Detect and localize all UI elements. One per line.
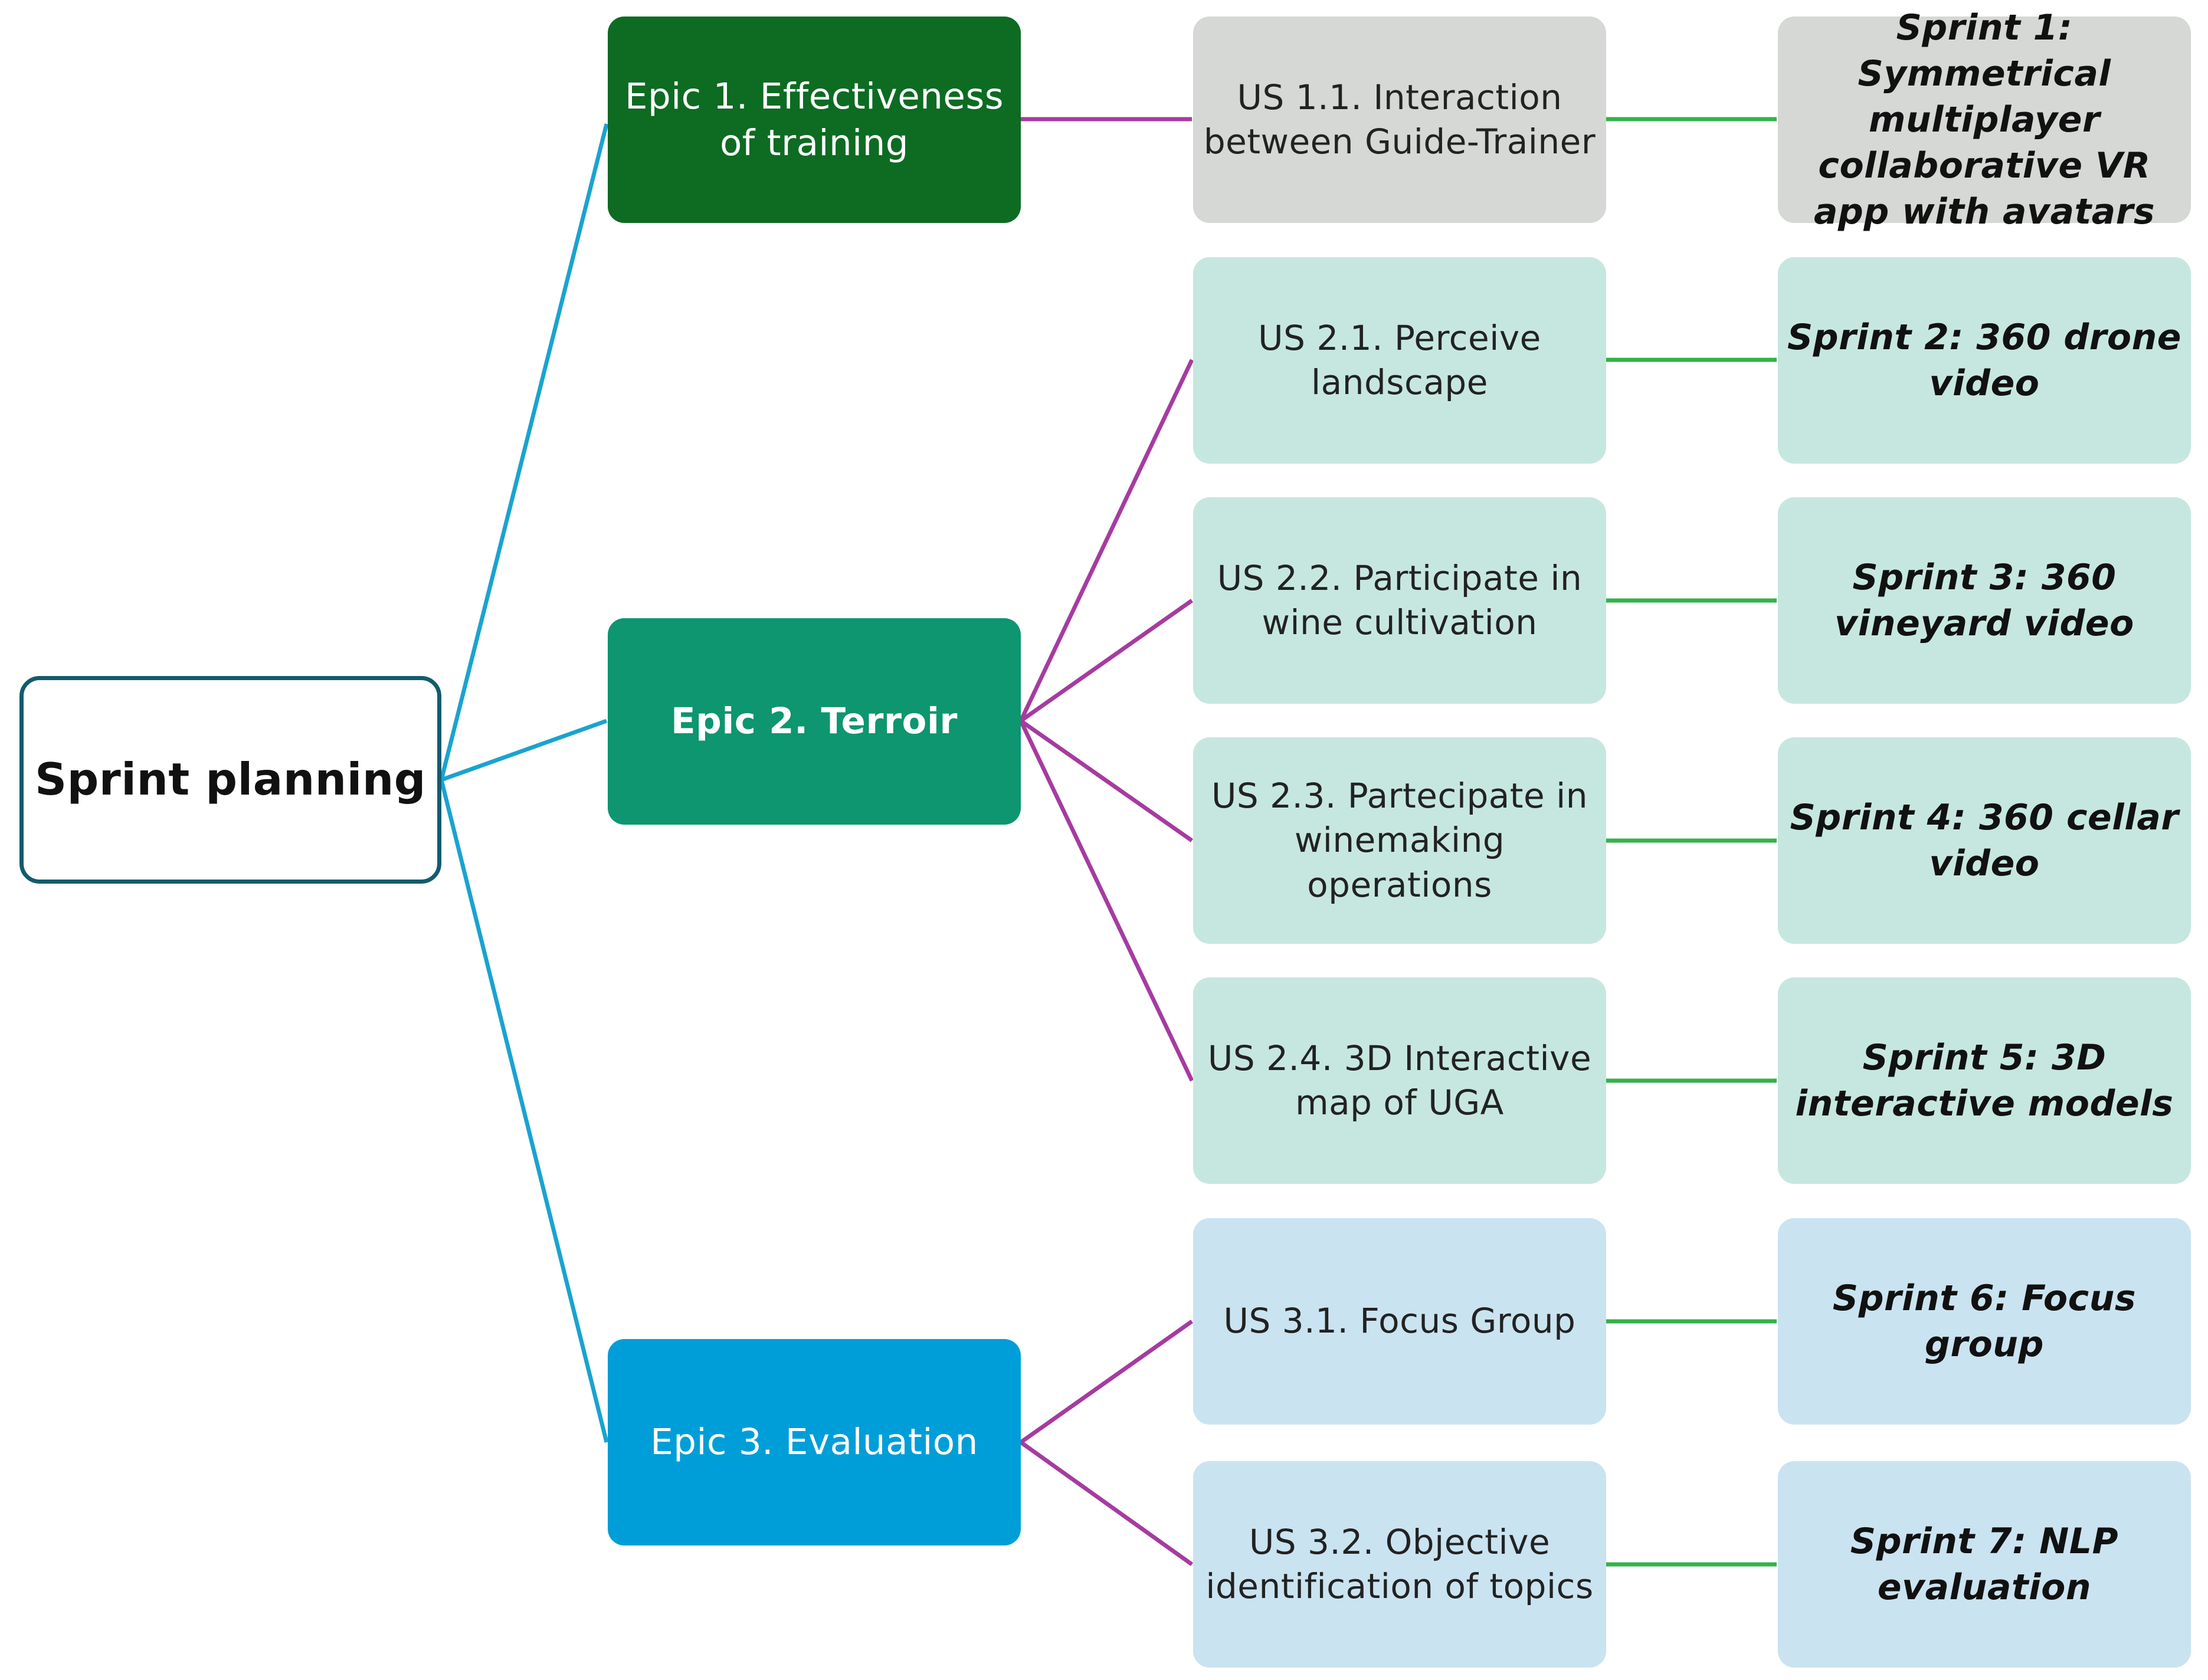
- epic-label: Epic 2. Terroir: [671, 700, 958, 743]
- connector-epic2-us22: [1019, 599, 1194, 723]
- epic-label: Epic 1. Effectiveness of training: [624, 75, 1004, 164]
- connector-root-epic3: [439, 779, 609, 1443]
- sprint-label: Sprint 5: 3D interactive models: [1795, 1037, 2174, 1124]
- connector-epic3-us32: [1019, 1441, 1194, 1566]
- connector-root-epic2: [440, 718, 608, 782]
- sprint-label: Sprint 1: Symmetrical multiplayer collab…: [1813, 7, 2155, 232]
- sprint-node-6: Sprint 6: Focus group: [1778, 1218, 2191, 1425]
- user-story-label: US 2.3. Partecipate in winemaking operat…: [1211, 775, 1588, 905]
- epic-node-1: Epic 1. Effectiveness of training: [608, 17, 1021, 223]
- sprint-label: Sprint 4: 360 cellar video: [1790, 797, 2179, 884]
- user-story-node-2-4: US 2.4. 3D Interactive map of UGA: [1193, 977, 1606, 1184]
- sprint-label: Sprint 2: 360 drone video: [1787, 317, 2182, 404]
- sprint-label: Sprint 3: 360 vineyard video: [1834, 557, 2134, 644]
- sprint-node-3: Sprint 3: 360 vineyard video: [1778, 497, 2191, 704]
- connector-epic2-us23: [1019, 719, 1194, 842]
- user-story-label: US 2.2. Participate in wine cultivation: [1217, 557, 1583, 642]
- connector-root-epic1: [439, 123, 609, 780]
- sprint-node-7: Sprint 7: NLP evaluation: [1778, 1461, 2191, 1668]
- user-story-node-2-3: US 2.3. Partecipate in winemaking operat…: [1193, 737, 1606, 944]
- user-story-node-2-2: US 2.2. Participate in wine cultivation: [1193, 497, 1606, 704]
- user-story-label: US 2.4. 3D Interactive map of UGA: [1207, 1038, 1592, 1123]
- root-node-sprint-planning: Sprint planning: [19, 676, 441, 884]
- user-story-label: US 2.1. Perceive landscape: [1258, 317, 1541, 402]
- user-story-node-1-1: US 1.1. Interaction between Guide-Traine…: [1193, 17, 1606, 223]
- user-story-node-3-2: US 3.2. Objective identification of topi…: [1193, 1461, 1606, 1668]
- sprint-node-1: Sprint 1: Symmetrical multiplayer collab…: [1778, 7, 2191, 232]
- connector-epic2-us21: [1018, 359, 1194, 722]
- user-story-label: US 3.2. Objective identification of topi…: [1205, 1521, 1594, 1606]
- sprint-node-2: Sprint 2: 360 drone video: [1778, 257, 2191, 464]
- connector-epic2-us24: [1018, 720, 1194, 1082]
- user-story-label: US 3.1. Focus Group: [1223, 1301, 1576, 1341]
- sprint-node-4: Sprint 4: 360 cellar video: [1778, 737, 2191, 944]
- user-story-node-2-1: US 2.1. Perceive landscape: [1193, 257, 1606, 464]
- user-story-node-3-1: US 3.1. Focus Group: [1193, 1218, 1606, 1425]
- epic-node-3: Epic 3. Evaluation: [608, 1339, 1021, 1546]
- sprint-node-5: Sprint 5: 3D interactive models: [1778, 977, 2191, 1184]
- user-story-label: US 1.1. Interaction between Guide-Traine…: [1203, 77, 1596, 162]
- epic-node-2: Epic 2. Terroir: [608, 618, 1021, 825]
- epic-label: Epic 3. Evaluation: [650, 1421, 978, 1464]
- connector-epic3-us31: [1019, 1320, 1194, 1444]
- sprint-label: Sprint 7: NLP evaluation: [1850, 1521, 2119, 1608]
- sprint-label: Sprint 6: Focus group: [1832, 1278, 2137, 1365]
- root-label: Sprint planning: [35, 753, 426, 806]
